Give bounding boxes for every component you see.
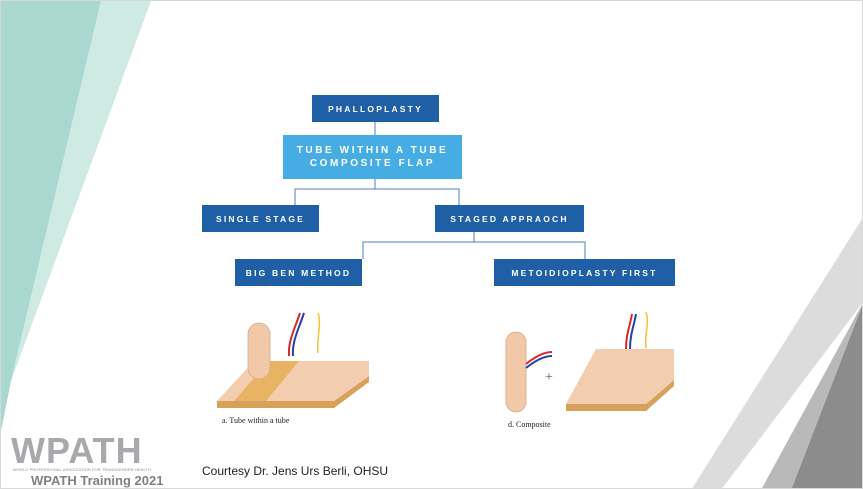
training-label: WPATH Training 2021 [31, 473, 164, 488]
flap-drawing [217, 312, 369, 408]
wpath-logo: WPATH WORLD PROFESSIONAL ASSOCIATION FOR… [11, 433, 186, 489]
tube-within-tube-box: TUBE WITHIN A TUBE COMPOSITE FLAP [283, 135, 462, 179]
flap-yellow-band [234, 361, 299, 401]
composite-vein [525, 355, 553, 369]
artery-line [287, 312, 301, 357]
plus-sign: + [545, 370, 553, 385]
flap-bottom-edge [217, 376, 369, 408]
staged-approach-box: STAGED APPRAOCH [435, 205, 584, 232]
right-figure-caption: d. Composite [508, 420, 551, 429]
composite-artery [525, 351, 553, 365]
courtesy-credit: Courtesy Dr. Jens Urs Berli, OHSU [202, 464, 389, 478]
composite-artery-2 [625, 313, 633, 350]
composite-nerve [644, 311, 649, 349]
composite-flap-surface [566, 349, 674, 404]
gray-right-mid-wedge [762, 304, 862, 488]
gray-right-light-wedge [692, 219, 862, 488]
teal-light-wedge [11, 1, 151, 381]
teal-left-wedge [1, 1, 101, 431]
metoidioplasty-first-box: METOIDIOPLASTY FIRST [494, 259, 675, 286]
logo-tagline: WORLD PROFESSIONAL ASSOCIATION FOR TRANS… [13, 467, 152, 472]
single-stage-box: SINGLE STAGE [202, 205, 319, 232]
nerve-line [316, 312, 321, 354]
big-ben-method-box: BIG BEN METHOD [235, 259, 362, 286]
composite-flap-edge [566, 380, 674, 411]
phalloplasty-box: PHALLOPLASTY [312, 95, 439, 122]
composite-illustration: + d. Composite [496, 304, 678, 440]
composite-tube [505, 331, 527, 413]
tube-shaft [247, 322, 271, 380]
tube-within-tube-illustration: a. Tube within a tube [214, 301, 376, 431]
composite-vein-2 [629, 313, 637, 350]
connector-staged-to-methods [362, 241, 586, 259]
vein-line [291, 312, 305, 357]
connector-technique-to-stages [294, 188, 460, 205]
logo-wordmark: WPATH [11, 430, 143, 471]
composite-drawing [505, 311, 674, 413]
left-figure-caption: a. Tube within a tube [222, 416, 290, 425]
